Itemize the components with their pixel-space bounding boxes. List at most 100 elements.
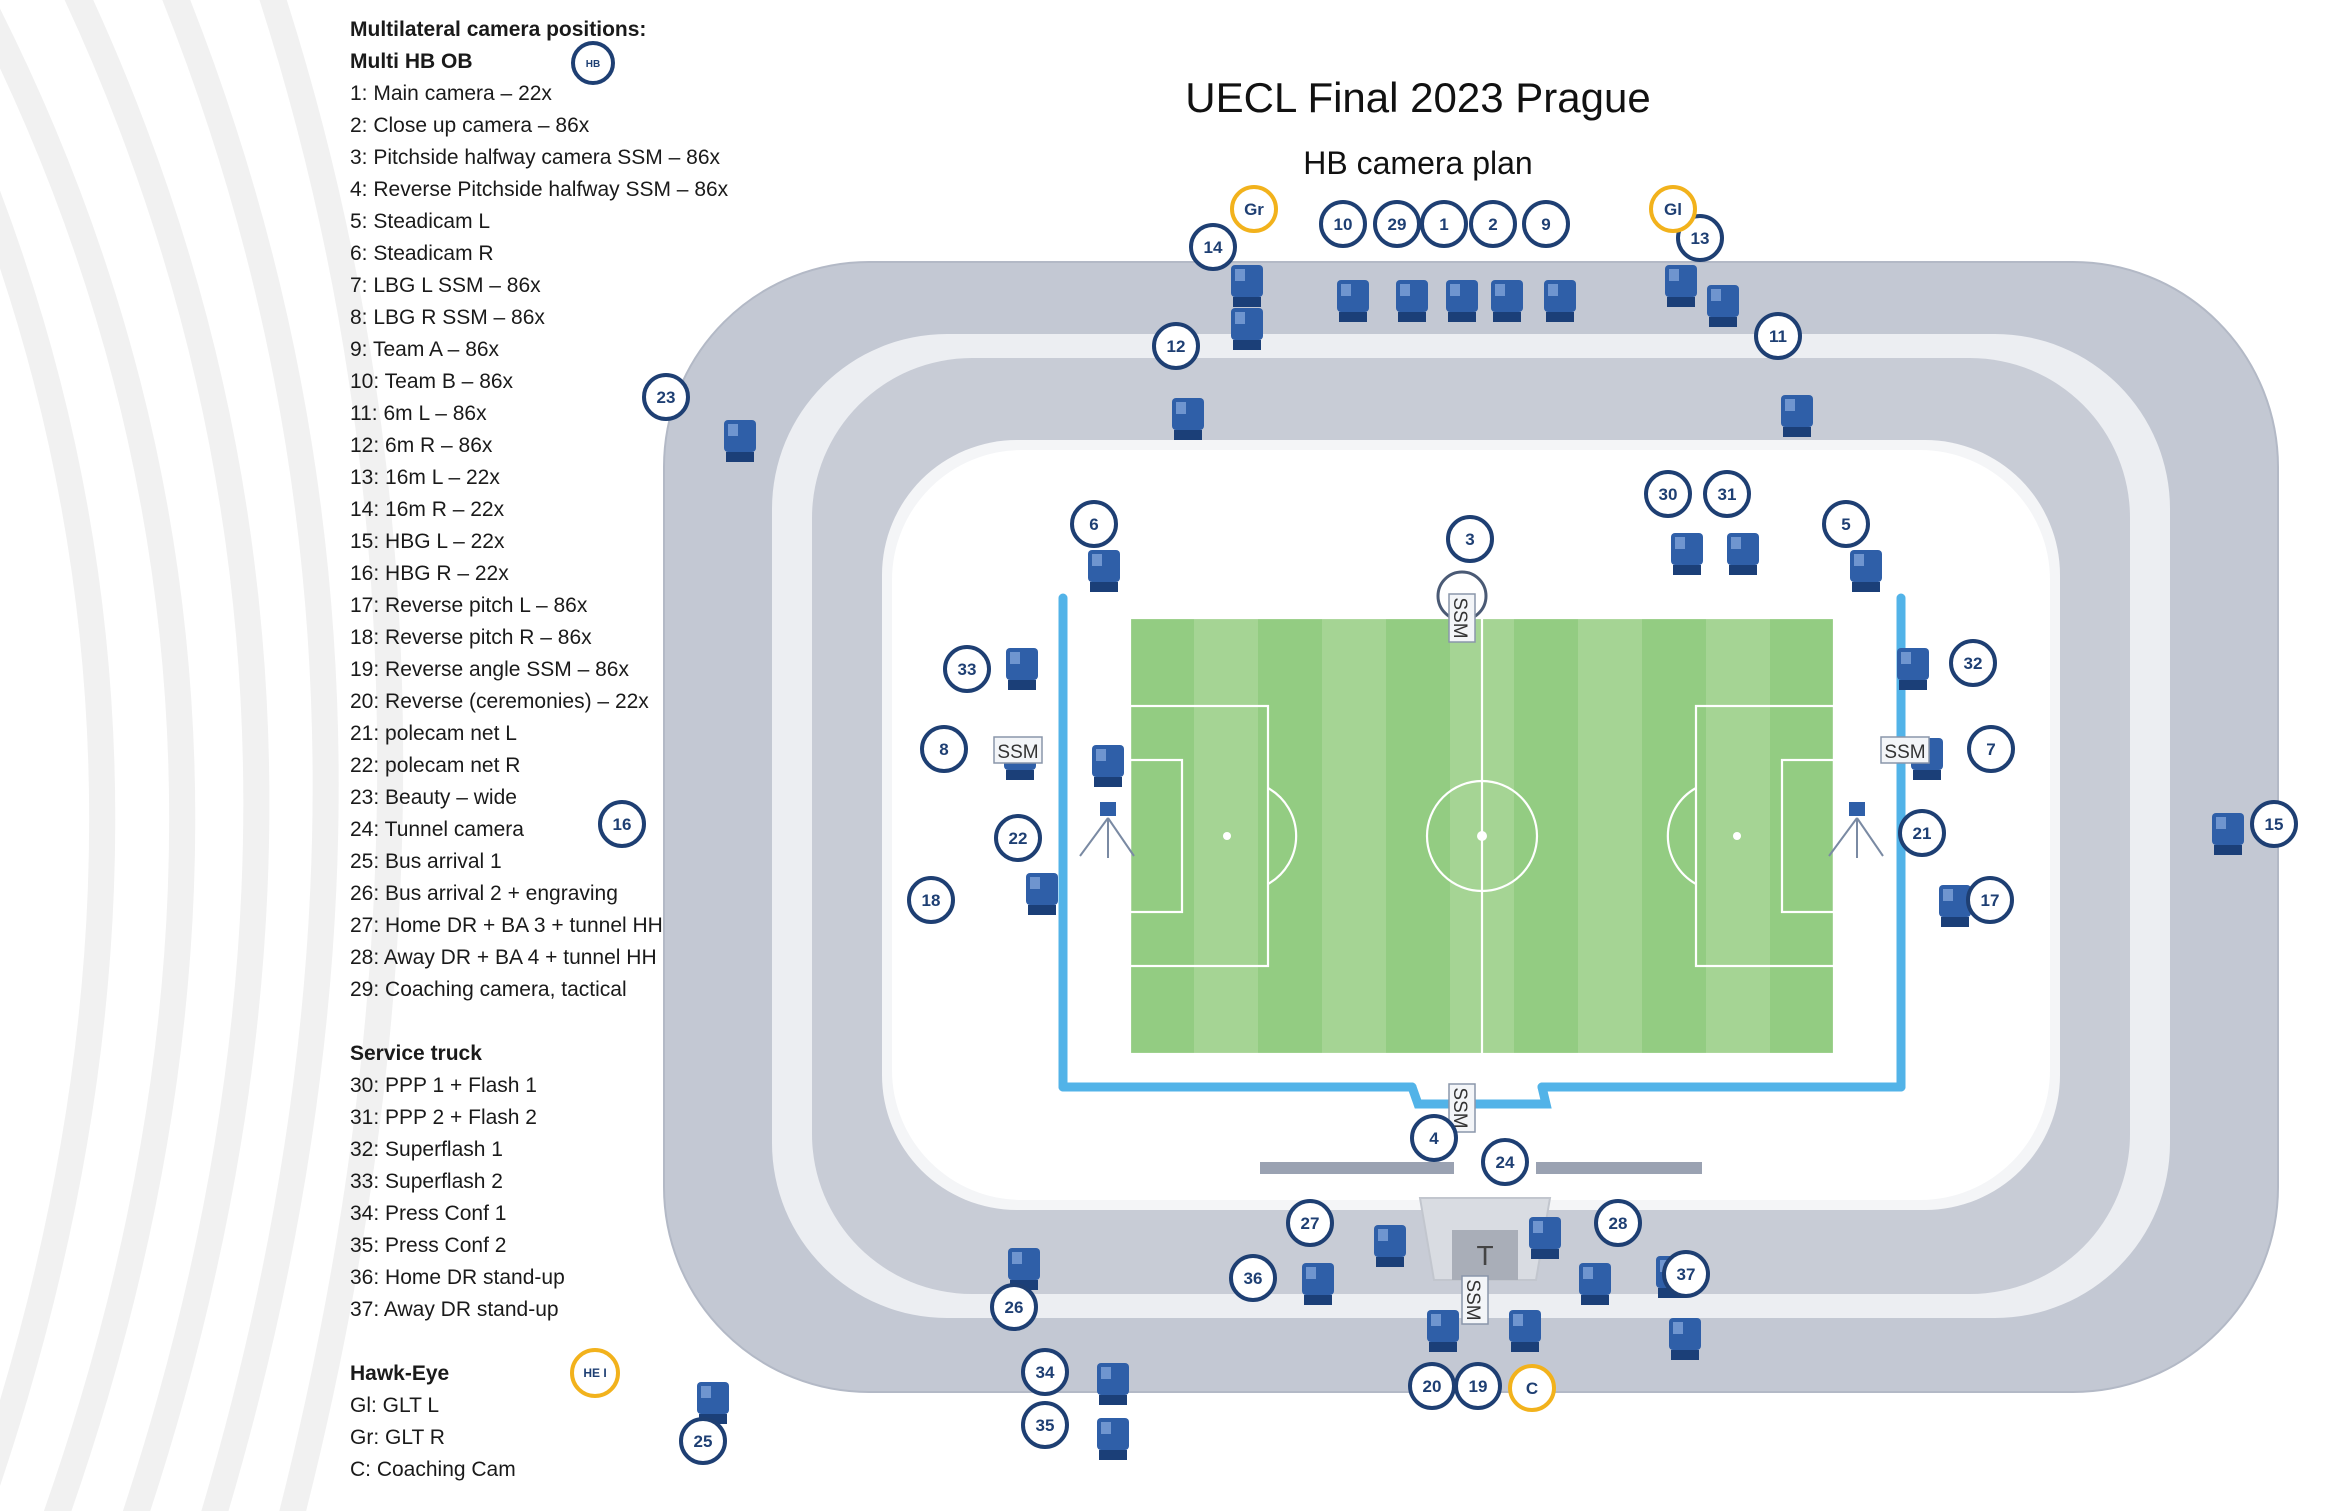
camera-marker: 10 xyxy=(1319,200,1367,248)
camera-legend-item: 14: 16m R – 22x xyxy=(350,498,505,521)
camera-marker-label: 18 xyxy=(922,891,941,910)
service-heading: Service truck xyxy=(350,1042,482,1065)
camera-icon xyxy=(1396,280,1428,322)
plan-title: UECL Final 2023 Prague xyxy=(1185,74,1650,121)
camera-icon xyxy=(1897,648,1929,690)
camera-legend-item: 24: Tunnel camera xyxy=(350,818,524,841)
camera-icon xyxy=(1231,308,1263,350)
camera-marker-label: 5 xyxy=(1841,515,1850,534)
camera-marker-label: 29 xyxy=(1388,215,1407,234)
camera-marker-label: 4 xyxy=(1429,1129,1439,1148)
camera-marker-label: 19 xyxy=(1469,1377,1488,1396)
camera-marker-label: 31 xyxy=(1718,485,1737,504)
camera-marker-label: 37 xyxy=(1677,1265,1696,1284)
camera-icon xyxy=(1707,285,1739,327)
service-legend-item: 31: PPP 2 + Flash 2 xyxy=(350,1106,537,1129)
camera-icon xyxy=(1427,1310,1459,1352)
camera-legend-item: 10: Team B – 86x xyxy=(350,370,514,393)
tunnel-walls xyxy=(1260,1162,1702,1174)
camera-icon xyxy=(1671,533,1703,575)
camera-icon xyxy=(1008,1248,1040,1290)
pitch-stripe xyxy=(1386,618,1450,1054)
camera-icon xyxy=(1727,533,1759,575)
camera-legend-item: 17: Reverse pitch L – 86x xyxy=(350,594,588,617)
camera-legend-item: 18: Reverse pitch R – 86x xyxy=(350,626,592,649)
hawkeye-legend-item: C: Coaching Cam xyxy=(350,1458,516,1481)
camera-marker: 14 xyxy=(1189,223,1237,271)
camera-legend-item: 15: HBG L – 22x xyxy=(350,530,505,553)
tunnel-label: T xyxy=(1476,1240,1493,1271)
camera-icons xyxy=(697,265,2244,1460)
camera-marker-label: 20 xyxy=(1423,1377,1442,1396)
camera-marker: 20 xyxy=(1408,1362,1456,1410)
pitch-stripes xyxy=(1130,618,1834,1054)
camera-marker: Gl xyxy=(1649,185,1697,233)
camera-marker-label: 17 xyxy=(1981,891,2000,910)
camera-marker: 28 xyxy=(1594,1199,1642,1247)
camera-marker-label: 7 xyxy=(1986,740,1995,759)
camera-icon xyxy=(1231,265,1263,307)
camera-marker-label: 1 xyxy=(1439,215,1448,234)
camera-marker-label: 35 xyxy=(1036,1416,1055,1435)
camera-marker: 9 xyxy=(1522,200,1570,248)
camera-legend-item: 13: 16m L – 22x xyxy=(350,466,500,489)
camera-legend-item: 7: LBG L SSM – 86x xyxy=(350,274,541,297)
camera-icon xyxy=(1337,280,1369,322)
camera-marker: 19 xyxy=(1454,1362,1502,1410)
camera-legend-item: 6: Steadicam R xyxy=(350,242,494,265)
camera-marker-label: C xyxy=(1526,1379,1538,1398)
camera-marker: 25 xyxy=(679,1417,727,1465)
camera-marker-label: 3 xyxy=(1465,530,1474,549)
camera-marker: 24 xyxy=(1481,1138,1529,1186)
camera-icon xyxy=(724,420,756,462)
camera-legend: Multilateral camera positions: Multi HB … xyxy=(350,14,830,1486)
camera-marker: 15 xyxy=(2250,800,2298,848)
service-legend-item: 33: Superflash 2 xyxy=(350,1170,503,1193)
camera-legend-item: 1: Main camera – 22x xyxy=(350,82,552,105)
camera-legend-item: 8: LBG R SSM – 86x xyxy=(350,306,545,329)
camera-marker-label: 28 xyxy=(1609,1214,1628,1233)
tunnel: T xyxy=(1418,1197,1552,1281)
camera-marker: 27 xyxy=(1286,1199,1334,1247)
camera-marker: 12 xyxy=(1152,322,1200,370)
pitch-spots xyxy=(1223,831,1741,841)
pitch-stripe xyxy=(1514,618,1578,1054)
camera-icon xyxy=(1092,745,1124,787)
camera-legend-item: 28: Away DR + BA 4 + tunnel HH xyxy=(350,946,657,969)
camera-icon xyxy=(1172,398,1204,440)
service-legend-item: 37: Away DR stand-up xyxy=(350,1298,559,1321)
camera-icon xyxy=(1544,280,1576,322)
camera-marker: 37 xyxy=(1662,1250,1710,1298)
polecam-icon xyxy=(1828,802,1884,858)
camera-legend-item: 26: Bus arrival 2 + engraving xyxy=(350,882,618,905)
camera-icon xyxy=(697,1382,729,1424)
camera-marker: Gr xyxy=(1230,185,1278,233)
camera-icon xyxy=(1026,873,1058,915)
camera-marker-label: 32 xyxy=(1964,654,1983,673)
camera-marker: 35 xyxy=(1021,1401,1069,1449)
camera-icon xyxy=(1446,280,1478,322)
camera-marker-label: 2 xyxy=(1488,215,1497,234)
polecam-icon xyxy=(1079,802,1135,858)
camera-marker-label: 9 xyxy=(1541,215,1550,234)
camera-marker-label: 13 xyxy=(1691,229,1710,248)
camera-icon xyxy=(1302,1263,1334,1305)
camera-icon xyxy=(1006,648,1038,690)
camera-marker: 16 xyxy=(598,800,646,848)
camera-icon xyxy=(1097,1418,1129,1460)
camera-marker: 11 xyxy=(1754,312,1802,360)
camera-legend-item: 25: Bus arrival 1 xyxy=(350,850,502,873)
hawkeye-badge: HE I xyxy=(570,1348,620,1398)
camera-legend-item: 12: 6m R – 86x xyxy=(350,434,493,457)
camera-icon xyxy=(1374,1225,1406,1267)
camera-icon xyxy=(1088,550,1120,592)
camera-marker: 31 xyxy=(1703,470,1751,518)
camera-legend-item: 19: Reverse angle SSM – 86x xyxy=(350,658,629,681)
camera-marker: 18 xyxy=(907,876,955,924)
camera-marker: 30 xyxy=(1644,470,1692,518)
camera-marker: 7 xyxy=(1967,725,2015,773)
